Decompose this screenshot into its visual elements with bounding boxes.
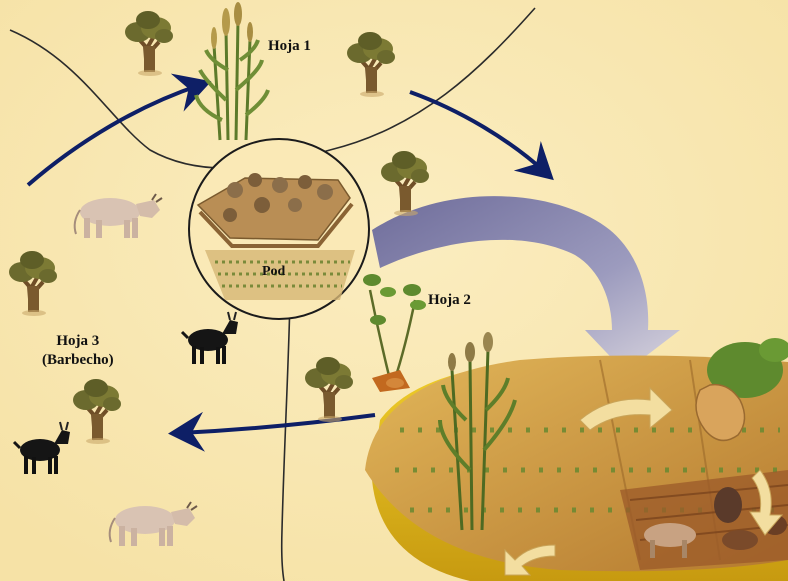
hoja3-label: Hoja 3 (Barbecho) [42, 332, 114, 370]
hoja2-label: Hoja 2 [428, 292, 471, 309]
pod-label: Pod [262, 264, 285, 280]
village-icon [189, 139, 369, 319]
hoja3-label-line2: (Barbecho) [42, 351, 114, 370]
hoja1-label: Hoja 1 [268, 38, 311, 55]
hoja3-label-line1: Hoja 3 [42, 332, 114, 351]
